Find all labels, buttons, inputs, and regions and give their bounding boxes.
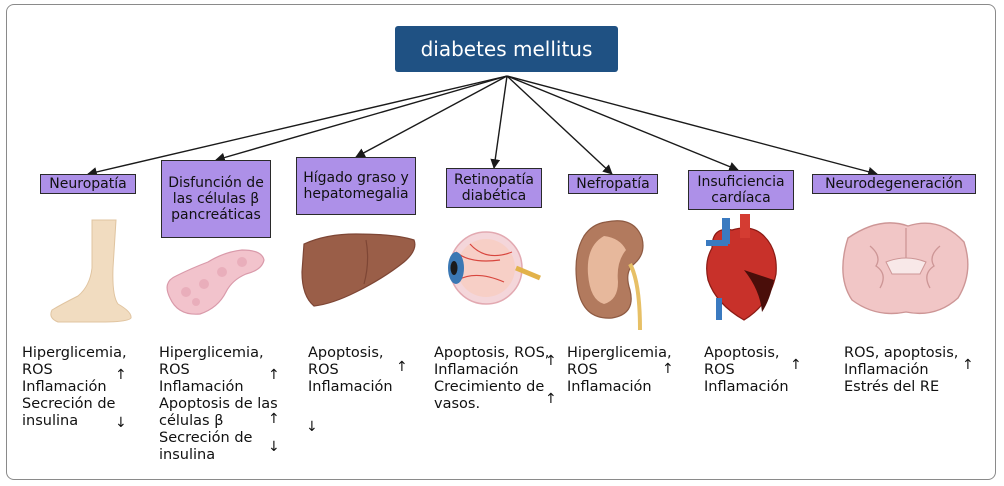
up-arrow-icon: ↑ [545, 391, 557, 407]
desc-nefropatia: Hiperglicemia, ROS Inflamación [567, 345, 672, 396]
down-arrow-icon: ↓ [115, 415, 127, 431]
label-disfuncion-pancreas: Disfunción de las células β pancreáticas [161, 160, 271, 238]
desc-line: ROS [704, 362, 735, 378]
desc-line: ROS [308, 362, 339, 378]
desc-line: Inflamación [308, 379, 393, 395]
up-arrow-icon: ↑ [545, 353, 557, 369]
desc-higado: Apoptosis, ROS Inflamación [308, 345, 393, 396]
desc-line: Estrés del RE [844, 379, 940, 395]
desc-line: vasos. [434, 396, 481, 412]
desc-line: ROS [22, 362, 53, 378]
desc-neuropatia: Hiperglicemia, ROS Inflamación Secreción… [22, 345, 127, 430]
connector-neuropatia [87, 75, 508, 177]
connector-nefropatia [506, 75, 613, 175]
desc-line: insulina [159, 447, 216, 463]
desc-disfuncion-pancreas: Hiperglicemia, ROS Inflamación Apoptosis… [159, 345, 278, 464]
connector-neuro [506, 75, 878, 177]
desc-insuficiencia: Apoptosis, ROS Inflamación [704, 345, 789, 396]
desc-line: ROS, apoptosis, [844, 345, 959, 361]
desc-line: células β [159, 413, 224, 429]
kidney-icon [575, 220, 644, 331]
connector-cardiaca [506, 75, 739, 172]
diagram-frame [6, 4, 996, 480]
desc-line: Secreción de [159, 430, 253, 446]
leg-foot-icon [50, 219, 132, 323]
up-arrow-icon: ↑ [268, 411, 280, 427]
desc-line: Secreción de [22, 396, 116, 412]
heart-icon [706, 214, 777, 321]
desc-line: Hiperglicemia, [567, 345, 672, 361]
diagram-title: diabetes mellitus [395, 26, 618, 72]
desc-line: Inflamación [434, 362, 519, 378]
label-insuficiencia: Insuficiencia cardíaca [688, 170, 794, 210]
desc-line: Hiperglicemia, [159, 345, 264, 361]
desc-line: Hiperglicemia, [22, 345, 127, 361]
desc-retinopatia: Apoptosis, ROS, Inflamación Crecimiento … [434, 345, 549, 413]
label-nefropatia: Nefropatía [568, 174, 658, 194]
up-arrow-icon: ↑ [396, 359, 408, 375]
desc-line: Apoptosis, [308, 345, 384, 361]
desc-line: insulina [22, 413, 79, 429]
desc-line: Apoptosis, [704, 345, 780, 361]
up-arrow-icon: ↑ [790, 357, 802, 373]
desc-line: Crecimiento de [434, 379, 545, 395]
connector-retinopatia [490, 75, 508, 169]
down-arrow-icon: ↓ [306, 419, 318, 435]
desc-line: ROS [159, 362, 190, 378]
up-arrow-icon: ↑ [268, 367, 280, 383]
label-neurodegeneracion: Neurodegeneración [812, 174, 976, 194]
up-arrow-icon: ↑ [115, 367, 127, 383]
label-higado: Hígado graso y hepatomegalia [296, 157, 416, 215]
desc-line: Inflamación [159, 379, 244, 395]
desc-line: Inflamación [844, 362, 929, 378]
liver-icon [301, 233, 416, 307]
up-arrow-icon: ↑ [662, 361, 674, 377]
up-arrow-icon: ↑ [962, 357, 974, 373]
label-neuropatia: Neuropatía [40, 174, 136, 194]
connector-pancreas [215, 75, 508, 163]
desc-line: Apoptosis, ROS, [434, 345, 550, 361]
eye-icon [448, 231, 541, 305]
desc-line: Inflamación [22, 379, 107, 395]
pancreas-icon [166, 249, 265, 315]
desc-line: ROS [567, 362, 598, 378]
brain-icon [842, 222, 969, 315]
connector-higado [355, 75, 508, 158]
desc-line: Apoptosis de las [159, 396, 278, 412]
desc-neurodegeneracion: ROS, apoptosis, Inflamación Estrés del R… [844, 345, 958, 396]
label-retinopatia: Retinopatía diabética [446, 168, 542, 208]
down-arrow-icon: ↓ [268, 439, 280, 455]
desc-line: Inflamación [704, 379, 789, 395]
desc-line: Inflamación [567, 379, 652, 395]
